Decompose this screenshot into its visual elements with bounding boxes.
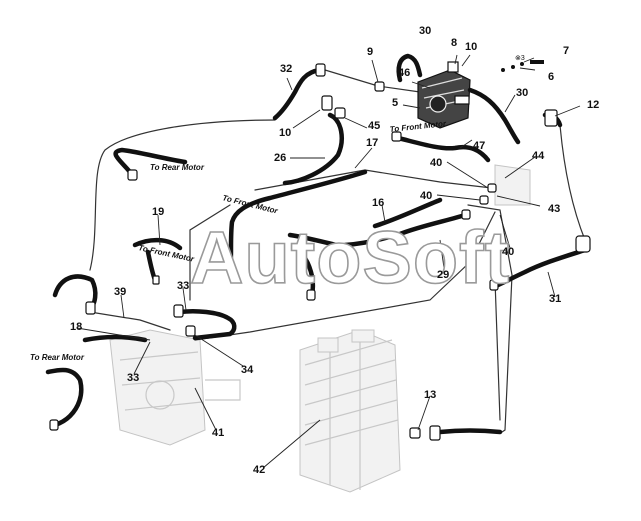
pump-ghost [109, 329, 241, 446]
callout-9: 9 [367, 46, 373, 58]
callout-33-bottom: 33 [127, 372, 139, 384]
callout-17: 17 [366, 137, 378, 149]
callout-5: 5 [392, 97, 398, 109]
callout-30-top: 30 [419, 25, 431, 37]
callout-40-b: 40 [420, 190, 432, 202]
callout-39: 39 [114, 286, 126, 298]
valve-block-ghost [299, 329, 401, 493]
callout-45: 45 [368, 120, 380, 132]
callout-18: 18 [70, 321, 82, 333]
callout-13: 13 [424, 389, 436, 401]
callout-46: 46 [398, 67, 410, 79]
callout-32: 32 [280, 63, 292, 75]
route-label-front-motor-left: To Front Motor [138, 243, 196, 264]
thin-tubes [89, 69, 586, 433]
callout-40-a: 40 [430, 157, 442, 169]
route-label-front-motor-top: To Front Motor [389, 119, 447, 134]
callout-33-top: 33 [177, 280, 189, 292]
small-mark: ⊗3 [515, 55, 525, 62]
leader-lines [76, 54, 581, 469]
watermark-text: AutoSoft [190, 216, 510, 299]
callout-42: 42 [253, 464, 265, 476]
callout-6: 6 [548, 71, 554, 83]
route-label-rear-motor-top: To Rear Motor [150, 163, 205, 172]
callout-41: 41 [212, 427, 224, 439]
callout-7: 7 [563, 45, 569, 57]
callout-47: 47 [473, 140, 485, 152]
callout-44: 44 [532, 150, 545, 162]
route-label-rear-motor-bottom: To Rear Motor [30, 353, 85, 362]
reservoir-ghost [494, 164, 531, 206]
callout-29: 29 [437, 269, 449, 281]
callout-16: 16 [372, 197, 384, 209]
callout-26: 26 [274, 152, 286, 164]
hydraulic-pump [417, 60, 544, 129]
hoses [45, 53, 588, 435]
callout-8: 8 [451, 37, 457, 49]
callout-10-left: 10 [279, 127, 291, 139]
callout-31: 31 [549, 293, 561, 305]
callout-40-c: 40 [502, 246, 514, 258]
callout-19: 19 [152, 206, 164, 218]
callout-43: 43 [548, 203, 560, 215]
callout-10-top: 10 [465, 41, 477, 53]
callout-34: 34 [241, 364, 254, 376]
callout-12: 12 [587, 99, 599, 111]
callout-30-right: 30 [516, 87, 528, 99]
fittings [49, 63, 591, 441]
